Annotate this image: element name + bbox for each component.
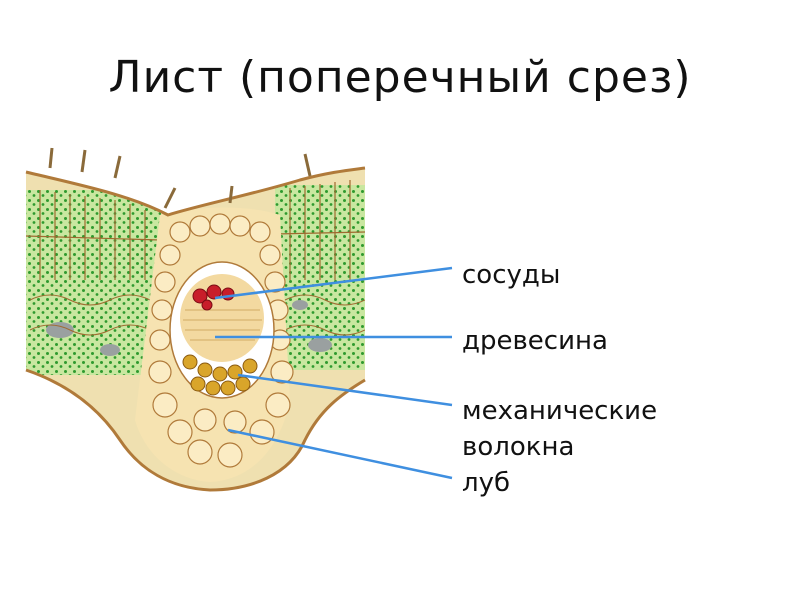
pointer-mechanical [237,373,453,407]
pointer-bast [227,428,453,480]
label-mechanical-line1: механические [462,396,658,426]
spongy-layer [26,280,365,375]
label-vessels: сосуды [462,260,561,290]
leaf-tissue [26,168,365,490]
vessels-cluster [192,284,235,311]
mechanical-fibers [182,354,258,396]
vascular-bundle [169,261,275,399]
label-mechanical-line2: волокна [462,432,575,462]
label-wood: древесина [462,326,608,356]
pointer-vessels [214,266,453,300]
epidermis-outline [25,166,366,492]
slide-title: Лист (поперечный срез) [108,52,692,103]
palisade-layer-right [274,180,365,280]
label-bast: луб [462,468,511,498]
palisade-layer-left [26,190,161,294]
leaf-hairs [48,147,312,209]
pointer-lines [214,266,453,480]
